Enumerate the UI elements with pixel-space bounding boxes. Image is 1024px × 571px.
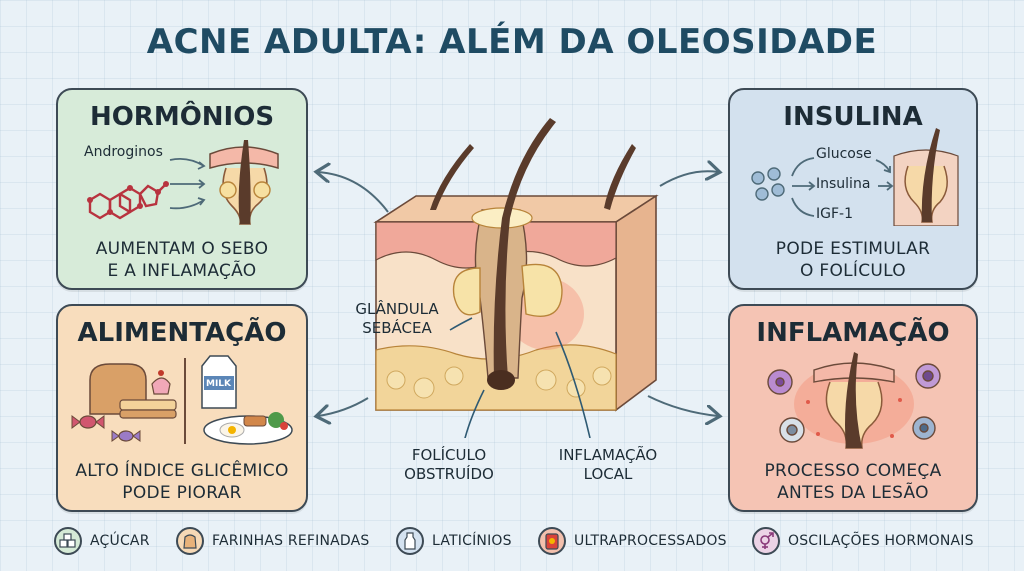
gland-label-line1: GLÂNDULA: [355, 300, 439, 318]
flour-bag-icon: [176, 527, 204, 555]
arrow-to-alimentacao: [318, 397, 369, 416]
caption-alimentacao-line2: PODE PIORAR: [122, 483, 242, 503]
arrow-to-insulina: [659, 171, 718, 187]
legend-label-ultraprocessados: ULTRAPROCESSADOS: [574, 533, 727, 549]
gland-label-line2: SEBÁCEA: [362, 319, 432, 337]
processed-food-icon: [538, 527, 566, 555]
sugar-cubes-icon: [54, 527, 82, 555]
androgen-label: Androginos: [84, 144, 163, 160]
panel-hormonios: HORMÔNIOS Androginos AUMENTAM O SEBO E A…: [56, 88, 308, 290]
hormone-arrows-icon: [169, 157, 206, 210]
insulin-arrows-icon: [791, 157, 894, 217]
igf1-label: IGF-1: [816, 206, 853, 222]
legend: AÇÚCAR FARINHAS REFINADAS LATICÍNIOS ULT…: [0, 520, 1024, 560]
arrow-to-inflamacao: [647, 395, 718, 416]
caption-hormonios-line2: E A INFLAMAÇÃO: [107, 261, 257, 281]
legend-label-oscilacoes: OSCILAÇÕES HORMONAIS: [788, 533, 974, 549]
insulina-label: Insulina: [816, 176, 871, 192]
legend-item-laticinios: LATICÍNIOS: [396, 526, 512, 556]
legend-item-farinhas: FARINHAS REFINADAS: [176, 526, 370, 556]
legend-label-laticinios: LATICÍNIOS: [432, 533, 512, 549]
bread-and-candy-icon: [71, 363, 177, 442]
follicle-label-line2: OBSTRUÍDO: [404, 465, 494, 483]
milk-bottle-icon: [396, 527, 424, 555]
hair-follicle-icon: [209, 140, 279, 225]
food-divider: [184, 358, 186, 444]
local-inflammation-label-line1: INFLAMAÇÃO: [558, 446, 658, 464]
legend-item-acucar: AÇÚCAR: [54, 526, 150, 556]
panel-title-insulina: INSULINA: [783, 102, 923, 132]
legend-label-acucar: AÇÚCAR: [90, 533, 150, 549]
local-inflammation-label-line2: LOCAL: [583, 465, 633, 483]
panel-title-alimentacao: ALIMENTAÇÃO: [77, 318, 287, 348]
caption-insulina-line1: PODE ESTIMULAR: [775, 239, 931, 259]
hormone-molecule-icon: [87, 181, 169, 220]
milk-and-plate-icon: [201, 355, 293, 445]
glucose-label: Glucose: [816, 146, 872, 162]
skin-cross-section-illustration: [373, 118, 659, 438]
caption-alimentacao-line1: ALTO ÍNDICE GLICÊMICO: [75, 461, 289, 481]
inflamed-follicle-icon: [767, 352, 941, 449]
legend-item-oscilacoes: OSCILAÇÕES HORMONAIS: [752, 526, 974, 556]
panel-title-hormonios: HORMÔNIOS: [89, 102, 275, 132]
caption-inflamacao-line2: ANTES DA LESÃO: [777, 483, 929, 503]
caption-inflamacao-line1: PROCESSO COMEÇA: [764, 461, 942, 481]
caption-insulina-line2: O FOLÍCULO: [800, 261, 906, 281]
page-title: ACNE ADULTA: ALÉM DA OLEOSIDADE: [146, 22, 878, 62]
glucose-molecules-icon: [751, 167, 785, 201]
follicle-label-line1: FOLÍCULO: [411, 446, 487, 464]
caption-hormonios-line1: AUMENTAM O SEBO: [95, 239, 269, 259]
panel-inflamacao: INFLAMAÇÃO PROCESSO COMEÇA ANTES DA LESÃ…: [728, 304, 978, 512]
legend-item-ultraprocessados: ULTRAPROCESSADOS: [538, 526, 727, 556]
panel-alimentacao: ALIMENTAÇÃO MILK ALTO ÍNDICE GLICÊMICO P…: [56, 304, 308, 512]
legend-label-farinhas: FARINHAS REFINADAS: [212, 533, 370, 549]
panel-title-inflamacao: INFLAMAÇÃO: [756, 318, 950, 348]
panel-insulina: INSULINA Glucose Insulina IGF-1 PODE EST…: [728, 88, 978, 290]
gender-symbol-icon: [752, 527, 780, 555]
hair-follicle-icon: [893, 128, 959, 226]
milk-carton-label: MILK: [206, 379, 232, 389]
arrow-to-hormonios: [318, 172, 389, 213]
